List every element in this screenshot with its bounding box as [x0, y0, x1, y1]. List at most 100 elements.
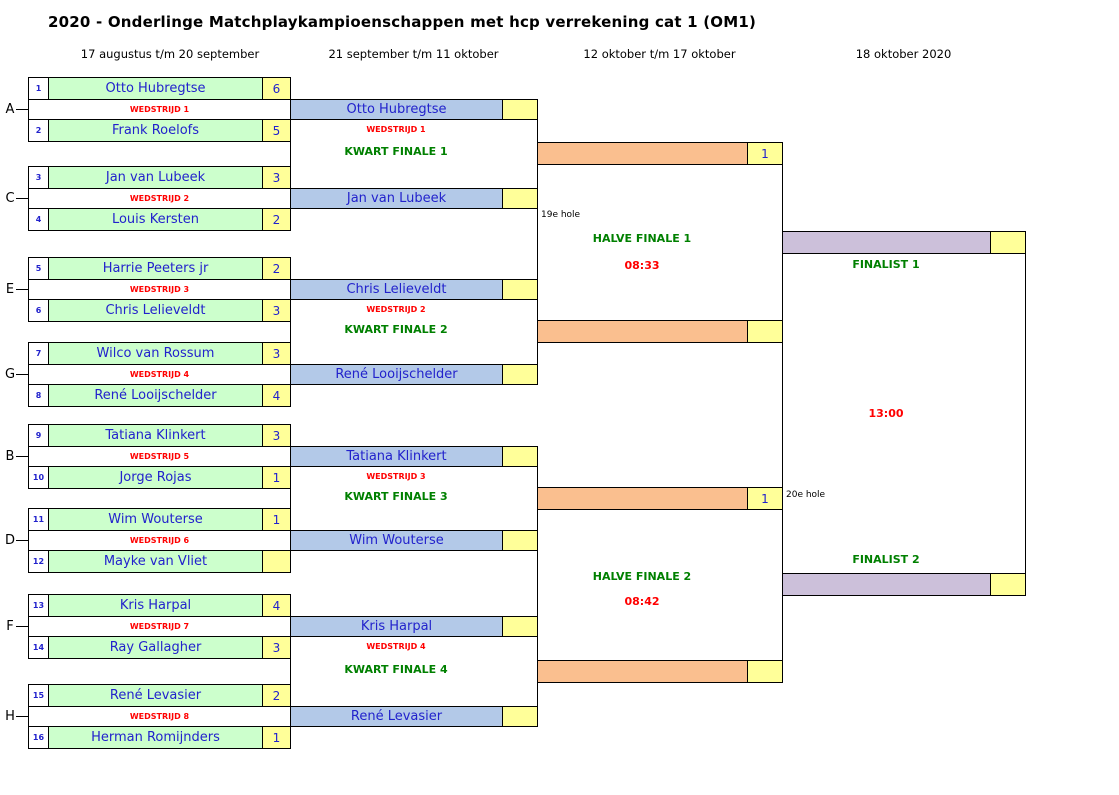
bracket-box-line [537, 509, 538, 660]
qf-stage-label: KWART FINALE 1 [344, 145, 448, 158]
match-number-label: WEDSTRIJD 1 [29, 100, 291, 120]
finalist-label: FINALIST 2 [852, 553, 920, 566]
first-round-match-block: 5 Harrie Peeters jr 2 WEDSTRIJD 3 6 Chri… [28, 257, 291, 322]
match-number-label: WEDSTRIJD 5 [29, 447, 291, 467]
match-number-label: WEDSTRIJD 4 [29, 365, 291, 385]
player-name-cell: Louis Kersten [49, 209, 263, 231]
group-letter: B [5, 448, 15, 464]
winner-score-cell [503, 189, 538, 209]
score-cell: 6 [263, 78, 291, 100]
qf-player-slot: Otto Hubregtse [290, 99, 538, 120]
player-name-cell: René Looijschelder [49, 385, 263, 407]
score-cell [263, 551, 291, 573]
bracket-box-line [290, 119, 291, 188]
final-time-label: 13:00 [868, 407, 904, 420]
group-letter: E [5, 281, 15, 297]
first-round-match-block: 13 Kris Harpal 4 WEDSTRIJD 7 14 Ray Gall… [28, 594, 291, 659]
sf-stage-label: HALVE FINALE 1 [592, 232, 692, 245]
first-round-match-block: 15 René Levasier 2 WEDSTRIJD 8 16 Herman… [28, 684, 291, 749]
score-cell: 2 [263, 685, 291, 707]
qf-match-label: WEDSTRIJD 2 [366, 305, 426, 314]
finalist-bar [782, 573, 1026, 596]
group-letter: A [5, 101, 15, 117]
bracket-tick-line [16, 109, 28, 110]
bracket-connector-line [1025, 242, 1026, 584]
sf-time-label: 08:33 [624, 259, 660, 272]
winner-name-cell: Otto Hubregtse [291, 100, 503, 120]
player-name-cell: Mayke van Vliet [49, 551, 263, 573]
seed-cell: 14 [29, 637, 49, 659]
group-letter: H [5, 708, 15, 724]
first-round-match-block: 11 Wim Wouterse 1 WEDSTRIJD 6 12 Mayke v… [28, 508, 291, 573]
score-cell: 2 [263, 209, 291, 231]
qf-result-score-cell [748, 661, 783, 683]
match-number-label: WEDSTRIJD 2 [29, 189, 291, 209]
bracket-tick-line [16, 198, 28, 199]
group-letter: G [4, 366, 16, 382]
player-name-cell: Ray Gallagher [49, 637, 263, 659]
player-name-cell: Wilco van Rossum [49, 343, 263, 365]
qf-stage-label: KWART FINALE 3 [344, 490, 448, 503]
score-cell: 3 [263, 425, 291, 447]
qf-result-bar: 1 [537, 142, 783, 165]
bracket-tick-line [16, 456, 28, 457]
qf-result-score-cell [748, 321, 783, 343]
winner-score-cell [503, 280, 538, 300]
winner-score-cell [503, 100, 538, 120]
player-name-cell: Otto Hubregtse [49, 78, 263, 100]
qf-result-bar [537, 660, 783, 683]
bracket-box-line [290, 299, 291, 364]
group-letter: D [4, 532, 15, 548]
qf-player-slot: René Looijschelder [290, 364, 538, 385]
winner-name-cell: Jan van Lubeek [291, 189, 503, 209]
bracket-tick-line [16, 540, 28, 541]
score-cell: 3 [263, 637, 291, 659]
bracket-box-line [537, 164, 538, 320]
seed-cell: 13 [29, 595, 49, 617]
finalist-name-cell [783, 574, 991, 596]
qf-stage-label: KWART FINALE 4 [344, 663, 448, 676]
winner-name-cell: Tatiana Klinkert [291, 447, 503, 467]
winner-score-cell [503, 707, 538, 727]
bracket-connector-line [782, 498, 783, 671]
round-header-2: 21 september t/m 11 oktober [328, 47, 499, 61]
qf-player-slot: Tatiana Klinkert [290, 446, 538, 467]
match-number-label: WEDSTRIJD 7 [29, 617, 291, 637]
seed-cell: 12 [29, 551, 49, 573]
bracket-connector-line [537, 626, 538, 717]
round-header-1: 17 augustus t/m 20 september [80, 47, 260, 61]
winner-name-cell: René Levasier [291, 707, 503, 727]
score-cell: 1 [263, 467, 291, 489]
seed-cell: 6 [29, 300, 49, 322]
player-name-cell: Harrie Peeters jr [49, 258, 263, 280]
player-name-cell: René Levasier [49, 685, 263, 707]
qf-winner-cell [538, 321, 748, 343]
bracket-connector-line [537, 456, 538, 541]
seed-cell: 15 [29, 685, 49, 707]
extra-hole-note: 20e hole [786, 490, 826, 500]
player-name-cell: Chris Lelieveldt [49, 300, 263, 322]
score-cell: 3 [263, 300, 291, 322]
finalist-bar [782, 231, 1026, 254]
score-cell: 1 [263, 509, 291, 531]
score-cell: 3 [263, 343, 291, 365]
qf-winner-cell [538, 143, 748, 165]
group-letter: C [5, 190, 15, 206]
seed-cell: 4 [29, 209, 49, 231]
extra-hole-note: 19e hole [541, 210, 581, 220]
first-round-match-block: 9 Tatiana Klinkert 3 WEDSTRIJD 5 10 Jorg… [28, 424, 291, 489]
bracket-tick-line [16, 289, 28, 290]
player-name-cell: Wim Wouterse [49, 509, 263, 531]
qf-player-slot: René Levasier [290, 706, 538, 727]
score-cell: 5 [263, 120, 291, 142]
seed-cell: 8 [29, 385, 49, 407]
player-name-cell: Tatiana Klinkert [49, 425, 263, 447]
qf-match-label: WEDSTRIJD 1 [366, 125, 426, 134]
seed-cell: 9 [29, 425, 49, 447]
score-cell: 1 [263, 727, 291, 749]
bracket-tick-line [16, 626, 28, 627]
finalist-name-cell [783, 232, 991, 254]
player-name-cell: Kris Harpal [49, 595, 263, 617]
winner-name-cell: René Looijschelder [291, 365, 503, 385]
